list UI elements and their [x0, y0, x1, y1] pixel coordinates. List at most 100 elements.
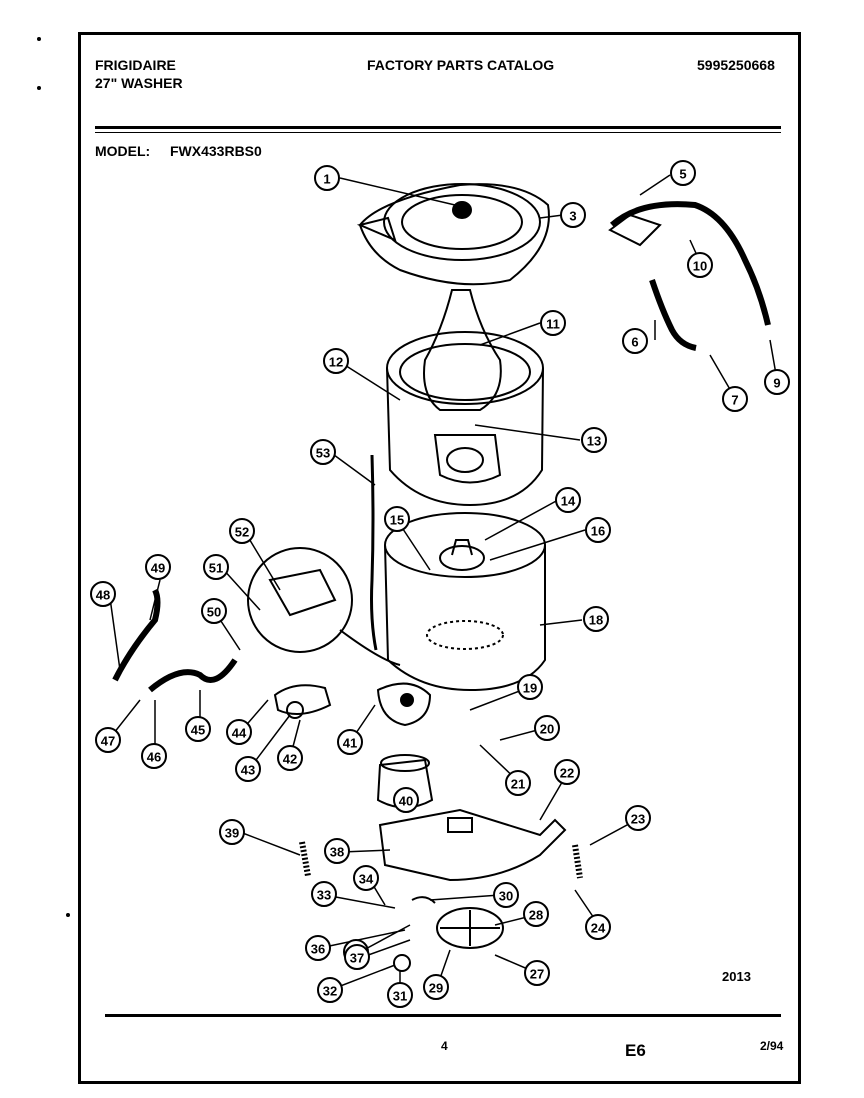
- callout-34: 34: [353, 865, 379, 891]
- callout-label: 32: [323, 984, 337, 999]
- callout-3: 3: [560, 202, 586, 228]
- callout-circle: [90, 581, 116, 607]
- callout-13: 13: [581, 427, 607, 453]
- callout-37: 37: [344, 944, 370, 970]
- tub-cover: [358, 183, 550, 286]
- spring-right: [572, 844, 583, 879]
- callout-23: 23: [625, 805, 651, 831]
- callout-36: 36: [305, 935, 331, 961]
- callout-18: 18: [583, 606, 609, 632]
- callout-label: 27: [530, 967, 544, 982]
- margin-dot: [37, 37, 41, 41]
- callout-circle: [764, 369, 790, 395]
- tub-seal: [439, 545, 485, 571]
- callout-1: 1: [314, 165, 340, 191]
- callout-circle: [387, 982, 413, 1008]
- agitator: [423, 289, 502, 411]
- callout-label: 14: [561, 494, 576, 509]
- washer-base: [378, 808, 567, 882]
- catalog-number: 5995250668: [697, 57, 775, 73]
- callout-label: 23: [631, 812, 645, 827]
- callout-circle: [722, 386, 748, 412]
- basket-hub: [433, 434, 502, 484]
- callout-label: 13: [587, 434, 601, 449]
- callout-label: 51: [209, 561, 223, 576]
- callout-circle: [670, 160, 696, 186]
- callout-label: 28: [529, 908, 543, 923]
- callout-label: 43: [241, 763, 255, 778]
- callout-circle: [185, 716, 211, 742]
- margin-dot: [66, 913, 70, 917]
- callout-24: 24: [585, 914, 611, 940]
- callout-label: 37: [350, 951, 364, 966]
- brand-name: FRIGIDAIRE: [95, 57, 176, 73]
- callout-32: 32: [317, 977, 343, 1003]
- header-rule-thin: [95, 132, 781, 133]
- callout-50: 50: [201, 598, 227, 624]
- callout-circle: [622, 328, 648, 354]
- callout-circle: [524, 960, 550, 986]
- callout-circle: [229, 518, 255, 544]
- callout-label: 52: [235, 525, 249, 540]
- callout-circle: [585, 517, 611, 543]
- detail-view-circle: [247, 547, 353, 653]
- callout-19: 19: [517, 674, 543, 700]
- drive-pulley: [436, 907, 504, 949]
- callout-circle: [353, 865, 379, 891]
- callout-10: 10: [687, 252, 713, 278]
- callout-12: 12: [323, 348, 349, 374]
- callout-label: 3: [569, 209, 576, 224]
- callout-circle: [203, 554, 229, 580]
- callout-circle: [384, 506, 410, 532]
- callout-label: 19: [523, 681, 537, 696]
- callout-circle: [423, 974, 449, 1000]
- callout-21: 21: [505, 770, 531, 796]
- fill-hose: [649, 279, 697, 351]
- callout-48: 48: [90, 581, 116, 607]
- callout-14: 14: [555, 487, 581, 513]
- callout-circle: [337, 729, 363, 755]
- callout-circle: [323, 348, 349, 374]
- header-rule-thick: [95, 126, 781, 129]
- callout-30: 30: [493, 882, 519, 908]
- callout-5: 5: [670, 160, 696, 186]
- callout-circle: [560, 202, 586, 228]
- diagram-ref-code: 2013: [722, 969, 751, 984]
- callout-circle: [540, 310, 566, 336]
- callout-label: 24: [591, 921, 606, 936]
- callout-circle: [226, 719, 252, 745]
- callout-circle: [534, 715, 560, 741]
- spin-basket: [386, 367, 544, 507]
- callout-label: 45: [191, 723, 205, 738]
- callout-20: 20: [534, 715, 560, 741]
- callout-circle: [517, 674, 543, 700]
- callout-circle: [277, 745, 303, 771]
- catalog-page-frame: [78, 32, 801, 1084]
- callout-circle: [393, 787, 419, 813]
- callout-27: 27: [524, 960, 550, 986]
- callout-16: 16: [585, 517, 611, 543]
- callout-40: 40: [393, 787, 419, 813]
- pulley: [376, 682, 432, 727]
- callout-circle: [324, 838, 350, 864]
- callout-42: 42: [277, 745, 303, 771]
- callout-circle: [141, 743, 167, 769]
- callout-circle: [145, 554, 171, 580]
- callout-circle: [305, 935, 331, 961]
- callout-label: 12: [329, 355, 343, 370]
- callout-label: 10: [693, 259, 707, 274]
- callout-39: 39: [219, 819, 245, 845]
- callout-circle: [317, 977, 343, 1003]
- callout-28: 28: [523, 901, 549, 927]
- callout-label: 9: [773, 376, 780, 391]
- callout-label: 29: [429, 981, 443, 996]
- footer-rule: [105, 1014, 781, 1017]
- model-value: FWX433RBS0: [170, 143, 262, 159]
- callout-46: 46: [141, 743, 167, 769]
- callout-circle: [505, 770, 531, 796]
- callout-circle: [687, 252, 713, 278]
- callout-label: 49: [151, 561, 165, 576]
- callout-label: 22: [560, 766, 574, 781]
- callout-circle: [219, 819, 245, 845]
- callout-label: 38: [330, 845, 344, 860]
